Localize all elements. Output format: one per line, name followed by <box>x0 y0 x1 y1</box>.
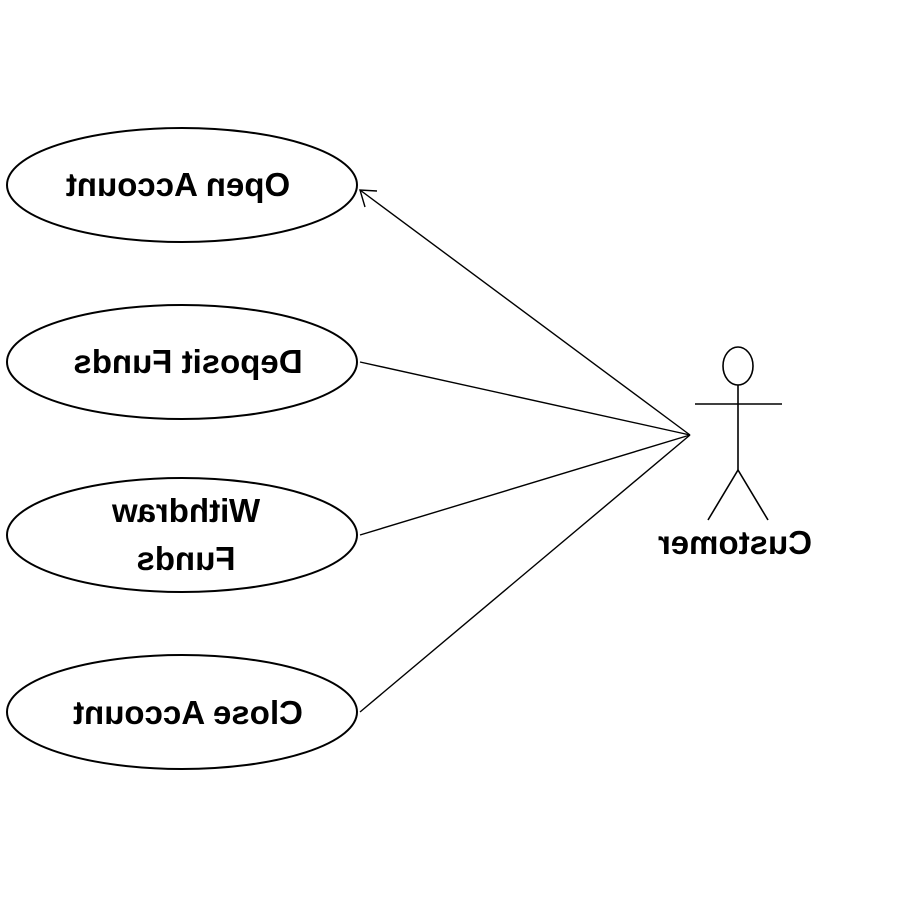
use-case-label: Open Account <box>66 166 290 203</box>
use-case-open-account: Open Account <box>6 127 358 243</box>
actor-left-leg <box>707 469 739 521</box>
use-case-label: Close Account <box>73 694 303 731</box>
use-case-ellipse <box>6 477 358 593</box>
association-line-open-account <box>359 189 691 436</box>
use-case-ellipse <box>6 304 358 420</box>
actor-customer: Customer <box>658 346 812 561</box>
actor-head <box>722 346 754 386</box>
use-case-ellipse <box>6 654 358 770</box>
association-line-withdraw-funds <box>359 434 691 536</box>
use-case-withdraw-funds: Withdraw Funds <box>6 477 358 593</box>
use-case-ellipse <box>6 127 358 243</box>
stick-figure-icon <box>695 346 782 521</box>
use-case-label: Deposit Funds <box>73 343 302 380</box>
actor-label: Customer <box>658 524 812 561</box>
use-case-label-line-1: Withdraw <box>112 492 261 529</box>
association-line-close-account <box>359 434 691 713</box>
navigability-arrow-icon <box>359 189 378 208</box>
association-line-deposit-funds <box>359 361 691 436</box>
use-case-close-account: Close Account <box>6 654 358 770</box>
use-case-deposit-funds: Deposit Funds <box>6 304 358 420</box>
use-case-label-line-2: Funds <box>137 540 236 577</box>
actor-right-leg <box>737 469 769 521</box>
